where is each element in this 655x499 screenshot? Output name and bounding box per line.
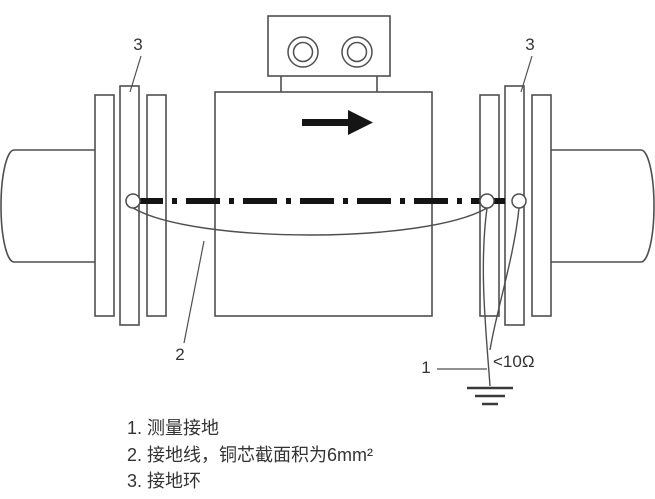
grounding-wire (132, 207, 488, 236)
junction-box-housing (267, 15, 391, 77)
leader-line-left-3 (129, 55, 142, 93)
right-pipe-end-arc (640, 149, 655, 263)
ground-lead (482, 207, 491, 387)
flange-plate (146, 94, 167, 317)
callout-left-ring: 3 (133, 35, 142, 54)
right-flange-stack (479, 85, 552, 326)
cable-gland-icon (346, 41, 368, 63)
grounding-node-left (125, 193, 141, 209)
junction-box (267, 15, 391, 92)
earth-ground-icon (467, 386, 513, 406)
legend-item-1: 1. 测量接地 (127, 418, 219, 438)
legend-item-3: 3. 接地环 (127, 471, 201, 491)
grounding-node-right (479, 193, 495, 209)
right-pipe (551, 149, 655, 263)
grounding-node-right-outer (511, 193, 527, 209)
resistance-label: <10Ω (493, 352, 535, 371)
callout-ground: 1 (421, 358, 430, 377)
legend: 1. 测量接地 2. 接地线，铜芯截面积为6mm² 3. 接地环 (127, 418, 373, 491)
left-pipe (0, 149, 95, 263)
ground-lead (489, 207, 520, 351)
leader-line-right-3 (520, 55, 533, 93)
legend-item-2: 2. 接地线，铜芯截面积为6mm² (127, 445, 373, 465)
flange-plate (94, 94, 115, 317)
flange-plate (531, 94, 552, 317)
flow-arrow-icon (302, 110, 373, 135)
leader-line-2 (183, 240, 205, 344)
left-pipe-end-arc (0, 149, 15, 263)
cable-gland-icon (292, 41, 314, 63)
callout-right-ring: 3 (525, 35, 534, 54)
callout-cable: 2 (175, 345, 184, 364)
